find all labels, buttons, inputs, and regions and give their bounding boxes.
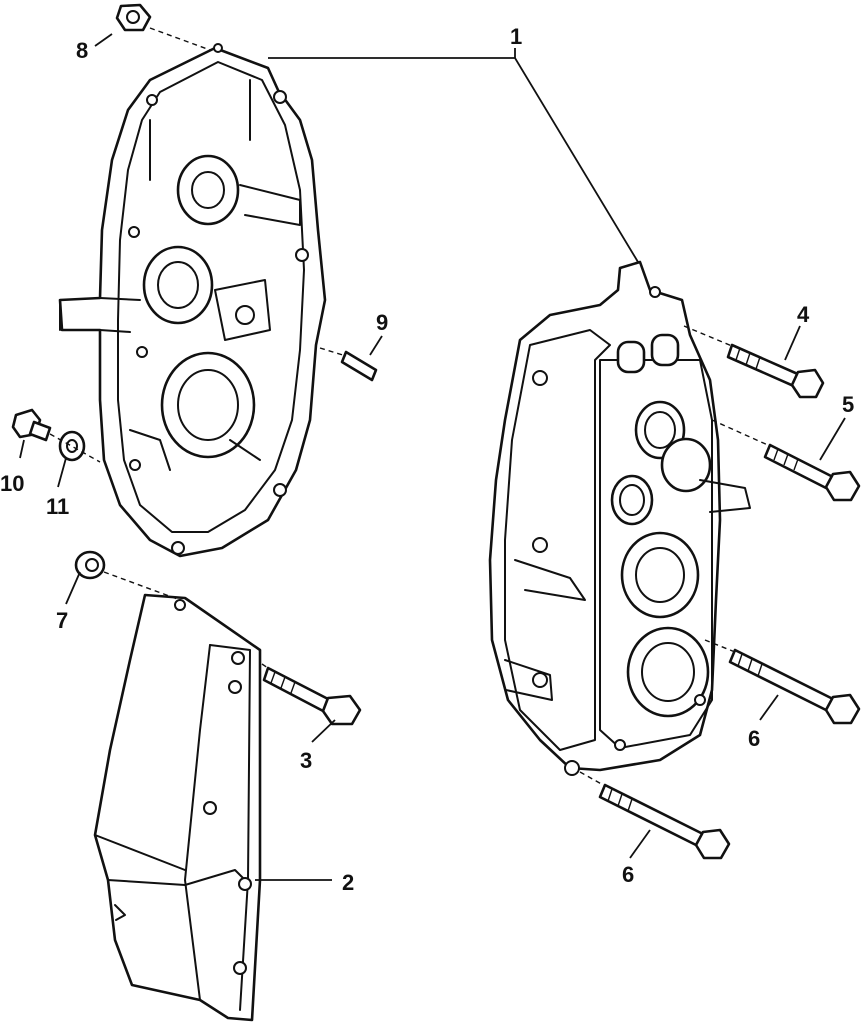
callout-7: 7	[56, 608, 68, 633]
callout-labels: 1 2 3 4 5 6 6 7 8 9 10 11	[0, 24, 854, 895]
callout-1: 1	[510, 24, 522, 49]
callout-6-lower: 6	[622, 862, 634, 887]
dowel-pin-9	[340, 350, 378, 382]
callout-5: 5	[842, 392, 854, 417]
callout-6-upper: 6	[748, 726, 760, 751]
washer-7	[74, 550, 106, 580]
leader-lines	[19, 33, 846, 881]
alignment-lines	[49, 27, 771, 787]
callout-4: 4	[797, 302, 810, 327]
drain-plug-10	[11, 408, 52, 442]
callout-10: 10	[0, 471, 24, 496]
cover-plate	[93, 593, 262, 1022]
callout-11: 11	[46, 494, 69, 519]
bolt-6-lower	[598, 783, 731, 860]
right-crankcase-half	[488, 260, 751, 776]
callout-2: 2	[342, 870, 354, 895]
left-crankcase-half	[58, 43, 327, 558]
callout-9: 9	[376, 310, 388, 335]
bolt-3	[262, 666, 362, 726]
bolt-6-upper	[728, 648, 861, 725]
bolt-5	[763, 443, 861, 502]
nut-8	[115, 3, 152, 32]
callout-8: 8	[76, 38, 88, 63]
washer-11	[58, 430, 86, 462]
bolt-4	[726, 343, 825, 399]
callout-3: 3	[300, 748, 312, 773]
